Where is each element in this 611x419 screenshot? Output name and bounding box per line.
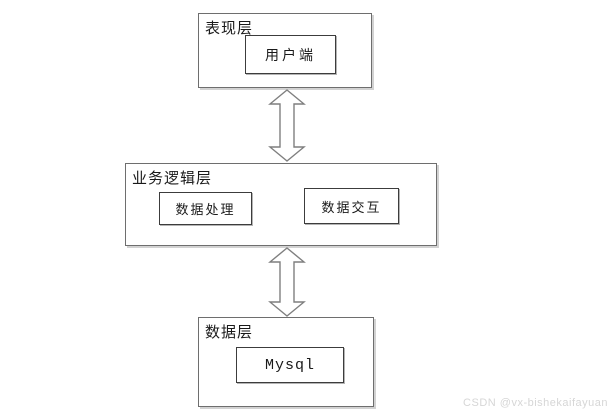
double-arrow-icon: [268, 89, 306, 162]
layer-label-presentation: 表现层: [205, 21, 254, 37]
node-data-interaction-label: 数据交互: [321, 199, 382, 215]
layer-label-data: 数据层: [205, 325, 254, 341]
layer-box-presentation: 表现层 用户端: [198, 13, 372, 88]
layer-label-business-logic: 业务逻辑层: [132, 171, 213, 187]
node-mysql-label: Mysql: [264, 356, 315, 374]
node-mysql: Mysql: [236, 347, 344, 383]
double-arrow-icon: [268, 247, 306, 317]
node-data-processing: 数据处理: [159, 192, 252, 225]
node-data-processing-label: 数据处理: [175, 202, 236, 217]
layer-box-data: 数据层 Mysql: [198, 317, 374, 407]
node-client-label: 用户端: [265, 48, 316, 64]
node-client: 用户端: [245, 35, 336, 74]
layer-box-business-logic: 业务逻辑层 数据处理 数据交互: [125, 163, 437, 246]
csdn-watermark: CSDN @vx-bishekaifayuan: [463, 397, 608, 409]
node-data-interaction: 数据交互: [304, 188, 399, 224]
